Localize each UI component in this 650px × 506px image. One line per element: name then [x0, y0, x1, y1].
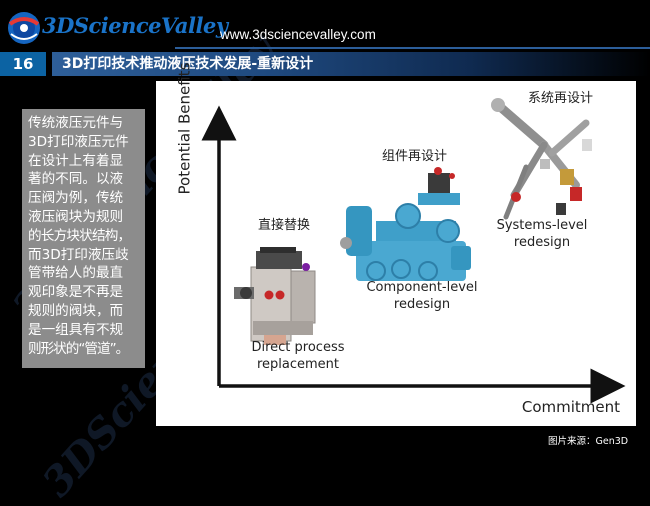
- body-text-line: 规则的阀块，而: [28, 302, 124, 319]
- slide-title: 3D打印技术推动液压技术发展-重新设计: [52, 52, 650, 76]
- y-axis-title: Potential Benefits: [175, 62, 194, 195]
- body-text-line: 而3D打印液压歧: [28, 246, 129, 263]
- redesign-diagram: Potential Benefits Commitment 直接替换 Direc…: [156, 62, 636, 426]
- slide-number: 16: [0, 52, 46, 76]
- header-divider: [175, 47, 650, 49]
- stage-label-cn: 组件再设计: [382, 149, 448, 164]
- stage-label-en-line: replacement: [256, 357, 340, 372]
- manifold-component-icon: [340, 167, 471, 281]
- body-text-panel: 传统液压元件与 3D打印液压元件 在设计上有着显 著的不同。以液 压阀为例，传统…: [22, 109, 145, 368]
- title-bar: 16 3D打印技术推动液压技术发展-重新设计: [0, 52, 650, 76]
- stage-label-en-line: Systems-level: [496, 218, 588, 233]
- valve-block-icon: [234, 247, 316, 345]
- stage-label-en: Direct process replacement: [228, 339, 368, 373]
- body-text-line: 传统液压元件与: [28, 115, 124, 131]
- image-credit: 图片来源：Gen3D: [548, 436, 629, 447]
- x-axis-title: Commitment: [521, 398, 620, 416]
- brand-logo[interactable]: 3DScienceValley: [6, 8, 228, 46]
- logo-globe-icon: [8, 12, 40, 44]
- body-text-line: 管带给人的最直: [28, 265, 124, 282]
- stage-label-cn: 直接替换: [258, 218, 311, 233]
- body-text-line: 是一组具有不规: [28, 321, 124, 338]
- diagram-graphics: [201, 98, 626, 404]
- body-text-line: 压阀为例，传统: [28, 190, 124, 207]
- stage-label-en-line: redesign: [513, 235, 571, 250]
- stage-label-en-line: Direct process: [251, 340, 345, 355]
- body-text-line: 著的不同。以液: [28, 171, 124, 188]
- body-text-line: 的长方块状结构，: [28, 227, 131, 244]
- logo-text: 3DScienceValley: [42, 13, 228, 38]
- stage-label-en: Systems-level redesign: [472, 217, 612, 251]
- system-assembly-icon: [491, 98, 592, 220]
- site-url[interactable]: www.3dsciencevalley.com: [220, 27, 376, 42]
- stage-label-en: Component-level redesign: [352, 279, 492, 313]
- stage-label-en-line: redesign: [393, 297, 451, 312]
- body-text-line: 则形状的“管道”。: [28, 340, 129, 357]
- stage-label-cn: 系统再设计: [528, 91, 594, 106]
- body-text-line: 在设计上有着显: [28, 152, 124, 169]
- stage-label-en-line: Component-level: [366, 280, 478, 295]
- body-text-line: 液压阀块为规则: [28, 208, 124, 225]
- body-text-line: 3D打印液压元件: [28, 133, 129, 150]
- body-text-line: 观印象是不再是: [28, 284, 124, 301]
